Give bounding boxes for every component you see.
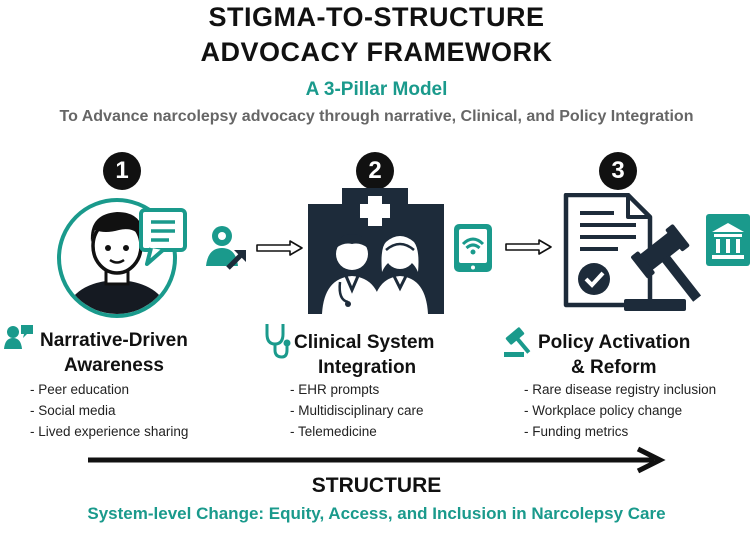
pillar-1-title-line-2: Awareness	[64, 355, 164, 376]
hospital-doctors-icon	[308, 188, 444, 314]
document-gavel-icon	[563, 193, 702, 311]
pillar-2-title-line-2: Integration	[318, 357, 417, 378]
government-building-icon	[706, 214, 750, 266]
list-item: Telemedicine	[290, 421, 424, 442]
gavel-icon	[504, 327, 531, 357]
arrow-right-icon	[256, 240, 303, 256]
list-item: Multidisciplinary care	[290, 400, 423, 421]
pillar-3-number: 3	[599, 152, 637, 190]
list-item: Peer education	[30, 379, 188, 400]
pillar-2-number: 2	[356, 152, 394, 190]
person-referral-icon	[206, 226, 246, 270]
structure-arrow-icon	[88, 446, 666, 474]
pillar-3-list: Rare disease registry inclusion Workplac…	[524, 379, 716, 442]
title-line-1: STIGMA-TO-STRUCTURE	[208, 2, 545, 32]
list-item: Rare disease registry inclusion	[524, 379, 716, 400]
list-item: Funding metrics	[524, 421, 716, 442]
people-chat-icon	[4, 325, 33, 349]
list-item: Lived experience sharing	[30, 421, 188, 442]
stethoscope-icon	[265, 324, 291, 359]
subtitle: A 3-Pillar Model	[305, 79, 448, 100]
title-line-2: ADVOCACY FRAMEWORK	[200, 37, 553, 67]
tablet-wifi-icon	[454, 224, 492, 272]
list-item: Workplace policy change	[524, 400, 716, 421]
pillar-1-list: Peer education Social media Lived experi…	[30, 379, 188, 442]
person-speech-bubble-icon	[57, 198, 187, 318]
pillar-2-title-line-1: Clinical System	[294, 332, 435, 353]
description: To Advance narcolepsy advocacy through n…	[59, 108, 694, 125]
pillar-3-title-line-1: Policy Activation	[538, 332, 691, 353]
arrow-right-icon	[505, 239, 552, 255]
structure-label: STRUCTURE	[311, 474, 442, 497]
pillar-3-title-line-2: & Reform	[571, 357, 657, 378]
pillar-1-title-line-1: Narrative-Driven	[40, 330, 188, 351]
pillar-1-number: 1	[103, 152, 141, 190]
pillar-2-list: EHR prompts Multidisciplinary care Telem…	[290, 379, 424, 442]
list-item: EHR prompts	[290, 379, 424, 400]
list-item: Social media	[30, 400, 188, 421]
footer-text: System-level Change: Equity, Access, and…	[87, 504, 666, 523]
